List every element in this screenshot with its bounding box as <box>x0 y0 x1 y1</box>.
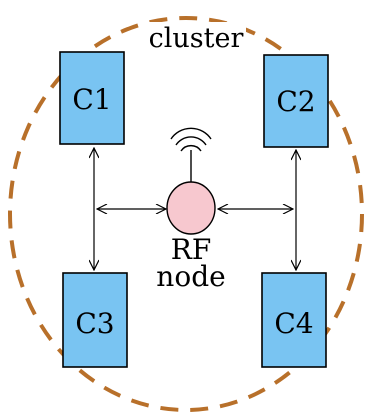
cluster-label: cluster <box>149 23 244 54</box>
antenna-icon <box>170 127 212 183</box>
node-box <box>59 51 125 145</box>
node-label: C1 <box>72 83 111 116</box>
node-box <box>261 272 327 368</box>
node-label: C2 <box>276 85 315 118</box>
node-box <box>263 54 329 148</box>
node-c2: C2 <box>263 54 329 148</box>
rf-label-line2: node <box>156 260 225 293</box>
node-label: C4 <box>274 307 313 340</box>
rf-node <box>166 181 216 235</box>
node-c1: C1 <box>59 51 125 145</box>
rf-label-line1: RF <box>171 233 212 266</box>
cluster-boundary <box>8 16 364 412</box>
node-box <box>62 272 128 368</box>
node-c3: C3 <box>62 272 128 368</box>
node-label: C3 <box>75 307 114 340</box>
node-c4: C4 <box>261 272 327 368</box>
